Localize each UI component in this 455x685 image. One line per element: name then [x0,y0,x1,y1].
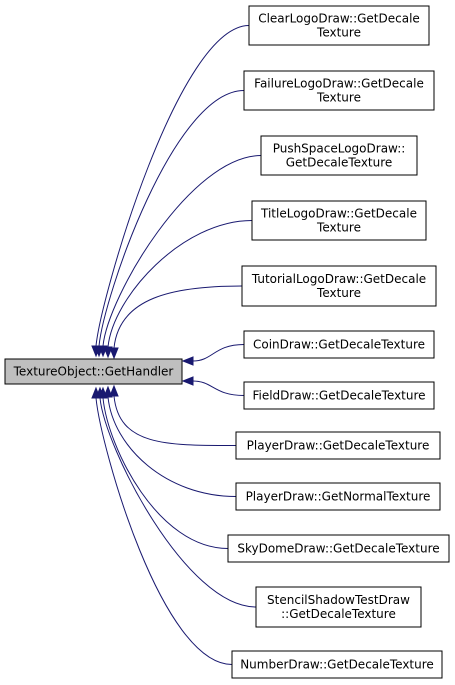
caller-player-draw-decale[interactable]: PlayerDraw::GetDecaleTexture [235,431,441,460]
arrowhead [91,386,101,399]
edge-line [192,380,245,396]
caller-tutorial-logo-draw[interactable]: TutorialLogoDraw::GetDecaleTexture [241,265,437,307]
caller-failure-logo-draw-label: FailureLogoDraw::GetDecale [254,77,424,91]
arrowhead [181,376,194,386]
caller-failure-logo-draw-box [243,70,435,111]
call-edge [103,220,253,359]
edge-line [102,155,262,347]
caller-clear-logo-draw[interactable]: ClearLogoDraw::GetDecaleTexture [248,5,430,46]
caller-title-logo-draw-label: TitleLogoDraw::GetDecale [260,207,417,221]
caller-clear-logo-draw-box [248,5,430,46]
edge-line [107,220,253,348]
call-edge [109,285,243,360]
call-edge [98,155,262,358]
call-edge [98,386,229,549]
edge-line [95,397,233,665]
caller-push-space-logo-draw[interactable]: PushSpaceLogoDraw::GetDecaleTexture [260,135,418,176]
call-edge [91,25,250,358]
root-node-label: TextureObject::GetHandler [13,365,174,379]
edge-line [113,395,237,447]
caller-stencil-shadow-test-draw-label: StencilShadowTestDraw [267,593,410,607]
caller-sky-dome-draw[interactable]: SkyDomeDraw::GetDecaleTexture [227,534,450,563]
caller-tutorial-logo-draw-label: TutorialLogoDraw::GetDecale [251,272,426,286]
call-edge [109,384,237,447]
caller-number-draw-box [231,650,443,679]
caller-push-space-logo-draw-box [260,135,418,176]
caller-clear-logo-draw-label: ClearLogoDraw::GetDecale [258,12,420,26]
caller-player-draw-decale-box [235,431,441,460]
caller-tutorial-logo-draw-label: Texture [316,286,361,300]
caller-number-draw[interactable]: NumberDraw::GetDecaleTexture [231,650,443,679]
caller-push-space-logo-draw-label: PushSpaceLogoDraw:: [273,142,406,156]
caller-stencil-shadow-test-draw-box [255,586,422,628]
caller-field-draw[interactable]: FieldDraw::GetDecaleTexture [243,381,435,410]
caller-player-draw-normal-label: PlayerDraw::GetNormalTexture [246,490,431,504]
root-node[interactable]: TextureObject::GetHandler [4,358,183,385]
caller-failure-logo-draw-label: Texture [316,91,361,105]
call-edge [181,344,245,366]
caller-sky-dome-draw-label: SkyDomeDraw::GetDecaleTexture [237,542,439,556]
edge-line [192,344,245,362]
call-edge [91,386,233,665]
caller-player-draw-decale-label: PlayerDraw::GetDecaleTexture [247,439,430,453]
arrowhead [103,346,113,359]
arrowhead [109,384,119,397]
caller-clear-logo-draw-label: Texture [316,26,361,40]
arrowhead [109,347,119,360]
edge-line [99,397,257,608]
call-edge [103,385,237,497]
edge-line [95,25,250,347]
caller-player-draw-normal-box [235,482,441,511]
edge-line [102,397,229,549]
edge-line [98,90,245,347]
caller-coin-draw-box [243,330,435,359]
root-node-box [4,358,183,385]
caller-push-space-logo-draw-label: GetDecaleTexture [286,156,393,170]
caller-sky-dome-draw-box [227,534,450,563]
caller-player-draw-normal[interactable]: PlayerDraw::GetNormalTexture [235,482,441,511]
caller-title-logo-draw[interactable]: TitleLogoDraw::GetDecaleTexture [251,200,427,241]
caller-title-logo-draw-label: Texture [316,221,361,235]
caller-coin-draw[interactable]: CoinDraw::GetDecaleTexture [243,330,435,359]
caller-number-draw-label: NumberDraw::GetDecaleTexture [240,658,434,672]
caller-field-draw-box [243,381,435,410]
caller-title-logo-draw-box [251,200,427,241]
caller-tutorial-logo-draw-box [241,265,437,307]
call-edge [181,376,245,396]
caller-failure-logo-draw[interactable]: FailureLogoDraw::GetDecaleTexture [243,70,435,111]
edge-line [107,396,237,497]
caller-stencil-shadow-test-draw-label: ::GetDecaleTexture [281,607,396,621]
caller-coin-draw-label: CoinDraw::GetDecaleTexture [253,338,425,352]
caller-field-draw-label: FieldDraw::GetDecaleTexture [252,389,425,403]
edge-line [113,285,243,349]
caller-stencil-shadow-test-draw[interactable]: StencilShadowTestDraw::GetDecaleTexture [255,586,422,628]
arrowhead [181,356,194,366]
